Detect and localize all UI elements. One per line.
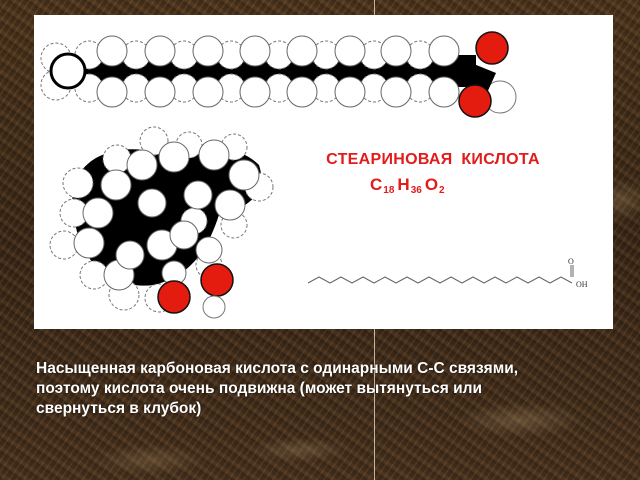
- hydrogen-symbol: H: [397, 175, 410, 194]
- molecule-models-illustration: O OH: [40, 31, 588, 319]
- oxygen-label: O: [568, 257, 574, 266]
- molecule-title: СТЕАРИНОВАЯ КИСЛОТА: [326, 151, 540, 168]
- caption-text: Насыщенная карбоновая кислота с одинарны…: [36, 359, 616, 419]
- carbon-count: 18: [383, 185, 395, 196]
- caption-line: поэтому кислота очень подвижна (может вы…: [36, 380, 483, 397]
- hydroxyl-label: OH: [576, 280, 588, 289]
- hydrogen-count: 36: [410, 185, 422, 196]
- oxygen-count: 2: [439, 185, 445, 196]
- carbon-symbol: C: [370, 175, 383, 194]
- extended-molecule-model: [40, 31, 517, 118]
- caption-line: Насыщенная карбоновая кислота с одинарны…: [36, 360, 519, 377]
- oxygen-symbol: O: [424, 175, 439, 194]
- caption-line: свернуться в клубок): [36, 400, 202, 417]
- skeletal-formula: [307, 265, 574, 284]
- curled-molecule-model: [49, 126, 274, 319]
